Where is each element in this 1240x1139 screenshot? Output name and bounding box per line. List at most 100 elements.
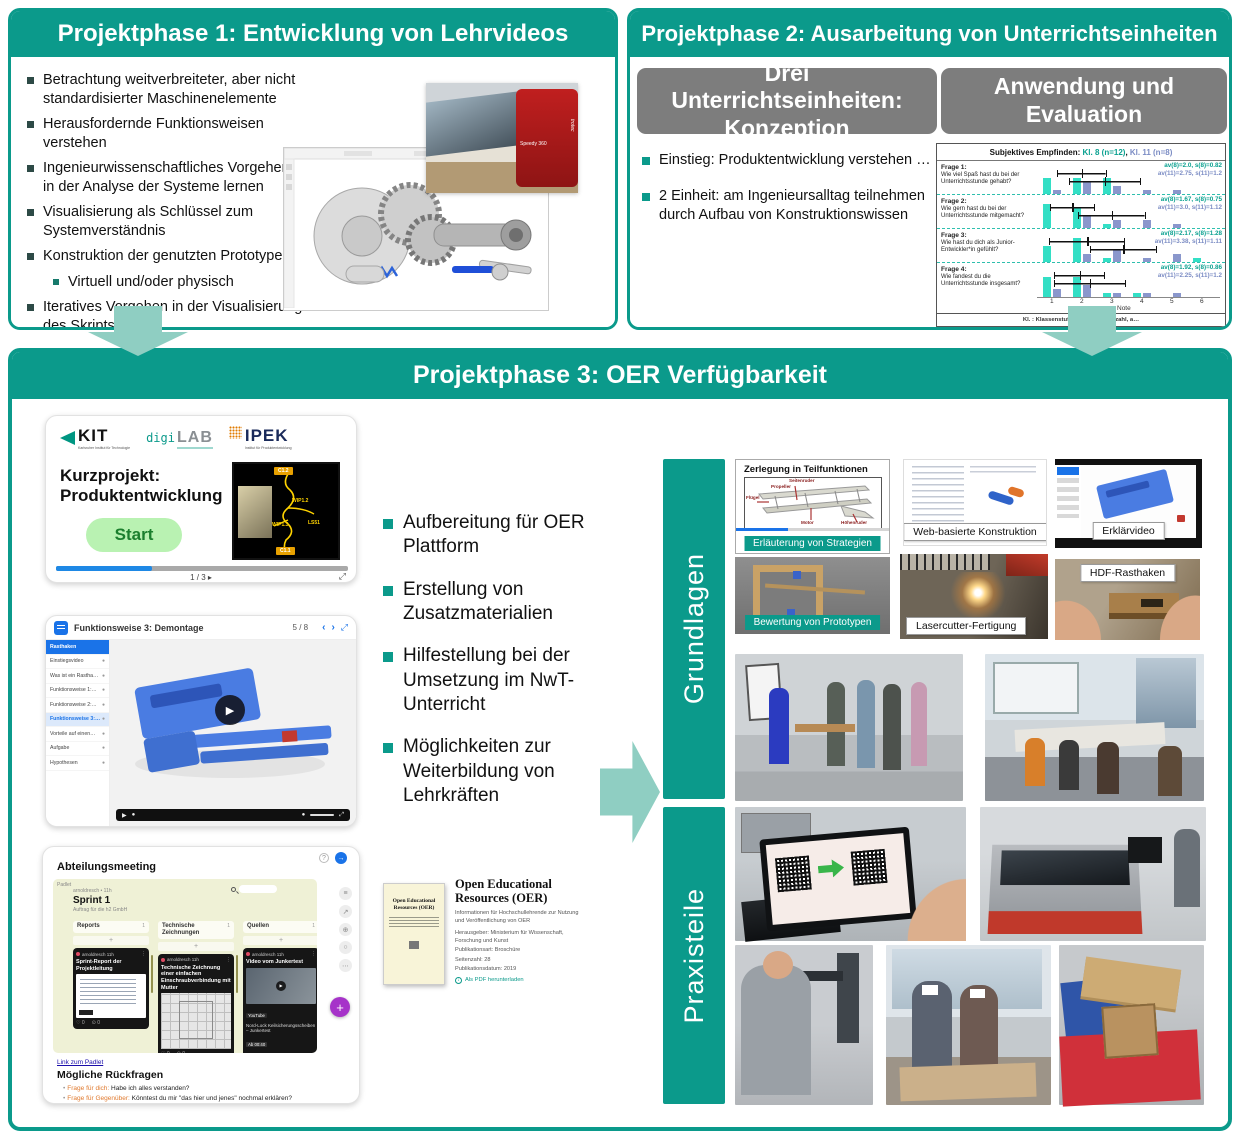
holding-hand <box>900 871 966 941</box>
padlet-icon-rail: ≡ ↗ ⊕ ○ ⋯ <box>339 887 352 972</box>
play-button[interactable]: ▶ <box>215 695 245 725</box>
player-sidebar-item-label: Aufgabe <box>50 745 70 752</box>
bullet-text: Einstieg: Produktentwicklung verstehen … <box>659 152 931 168</box>
video-controls-bar[interactable]: ▶ ● ● ⤢ <box>116 809 350 821</box>
more-icon[interactable]: ⋮ <box>226 956 231 963</box>
caption-erklaervideo: Erklärvideo <box>1092 522 1165 540</box>
chevron-right-icon[interactable]: › <box>331 622 335 633</box>
bullet-square-icon <box>53 278 59 285</box>
laser-red-body: Speedy 360 trotec <box>516 89 578 187</box>
start-button[interactable]: Start <box>86 518 182 552</box>
oer-download-link[interactable]: ↓Als PDF herunterladen <box>455 976 583 984</box>
like-count[interactable]: ♡ 0 <box>76 1020 85 1027</box>
padlet-add-card-button[interactable]: + <box>243 936 317 945</box>
padlet-add-card-button[interactable]: + <box>73 936 149 945</box>
oer-pages: Seitenzahl: 28 <box>455 956 491 963</box>
chevron-left-icon[interactable]: ‹ <box>322 622 326 633</box>
player-sidebar-item[interactable]: Einstiegsvideo● <box>46 655 109 669</box>
video-sidebar-items <box>1057 478 1079 518</box>
rail-icon[interactable]: ↗ <box>339 905 352 918</box>
volume-slider[interactable] <box>310 814 335 816</box>
phase2-bullet-list: Einstieg: Produktentwicklung verstehen …… <box>642 151 934 242</box>
volume-icon[interactable]: ● <box>301 812 306 818</box>
player-sidebar-item[interactable]: Vorteile auf einen…● <box>46 727 109 742</box>
student-head <box>763 951 793 979</box>
padlet-post-card[interactable]: arnoldresch 11h⋮Sprint-Report der Projek… <box>73 948 149 1030</box>
more-icon[interactable]: ⋮ <box>141 951 146 957</box>
section-praxisteile: Praxisteile <box>663 807 725 1104</box>
error-bar <box>1078 211 1146 220</box>
bullet-square-icon <box>383 652 393 663</box>
player-sidebar-item[interactable]: Was ist ein Rastha…● <box>46 669 109 684</box>
video-scrub-dot[interactable]: ● <box>131 812 136 818</box>
padlet-card-title: Abteilungsmeeting <box>57 861 157 873</box>
tablet-screen <box>765 833 911 925</box>
error-bar <box>1053 279 1126 288</box>
padlet-post-card[interactable]: arnoldresch 11h⋮Video vom Junkertest▶You… <box>243 948 317 1053</box>
slide-progress-bar[interactable] <box>56 566 348 571</box>
player-sidebar-item[interactable]: Aufgabe● <box>46 742 109 756</box>
attendee-2 <box>857 680 875 768</box>
padlet-link[interactable]: Link zum Padlet <box>57 1059 104 1066</box>
post-video-preview[interactable]: ▶ <box>246 967 316 1004</box>
player-sidebar-item[interactable]: Funktionsweise 3:…● <box>46 712 109 727</box>
rail-icon[interactable]: ≡ <box>339 887 352 900</box>
player-sidebar-item[interactable]: Rasthaken <box>46 640 109 655</box>
chart-row: Frage 4:Wie fandest du die Unterrichtsst… <box>937 263 1225 297</box>
forward-icon[interactable]: → <box>335 852 347 864</box>
column-scrollbar[interactable] <box>235 955 238 993</box>
rail-icon[interactable]: ○ <box>339 941 352 954</box>
bullet-text: Iteratives Vorgehen in der Visualisierun… <box>43 299 303 330</box>
bullet-item: Virtuell und/oder physisch <box>53 273 303 292</box>
digilab-logo-digi: digi <box>146 431 175 445</box>
player-sidebar-item[interactable]: Funktionsweise 2:…● <box>46 698 109 713</box>
sidebar-item-dot-icon: ● <box>101 658 105 665</box>
help-icon[interactable]: ? <box>319 853 329 863</box>
like-count[interactable]: ♡ 0 <box>161 1051 170 1053</box>
play-icon[interactable]: ▶ <box>276 980 286 991</box>
more-icon[interactable]: ⋮ <box>311 951 316 957</box>
oer-title: Open Educational Resources (OER) <box>455 877 552 905</box>
expand-icon[interactable]: ⤢ <box>338 571 346 581</box>
video-hook-part <box>1095 468 1175 520</box>
bullet-text: Ingenieurwissenschaftliches Vorgehen in … <box>43 160 290 195</box>
padlet-add-card-button[interactable]: + <box>158 941 234 951</box>
video-fullscreen-icon[interactable]: ⤢ <box>339 811 344 818</box>
bullet-item: Betrachtung weitverbreiteter, aber nicht… <box>27 71 303 108</box>
error-bar <box>1068 177 1141 186</box>
padlet-column-name: Reports <box>77 923 100 929</box>
player-sidebar-item[interactable]: Funktionsweise 1:…● <box>46 684 109 698</box>
padlet-search[interactable] <box>231 885 277 893</box>
search-input[interactable] <box>239 885 277 893</box>
clamp-blue-1 <box>793 571 801 579</box>
comment-count[interactable]: ⊙ 0 <box>91 1020 101 1027</box>
padlet-post-card[interactable]: arnoldresch 11h⋮Technische Zeichnung ein… <box>158 953 234 1053</box>
praxisteile-label: Praxisteile <box>678 887 709 1024</box>
comment-count[interactable]: ⊙ 0 <box>177 1051 185 1053</box>
video-timestamp: Ab 00:40 <box>246 1042 268 1048</box>
bullet-square-icon <box>383 743 393 754</box>
add-post-button[interactable]: + <box>330 997 350 1017</box>
padlet-board: Padlet arnoldresch • 11h Sprint 1 Auftra… <box>53 879 317 1053</box>
bar-kl8 <box>1073 277 1081 297</box>
stats-kl11: av(11)=2.25, s(11)=1.2 <box>1157 272 1222 280</box>
fullscreen-icon[interactable]: ⤢ <box>340 622 348 632</box>
bullet-item: Herausfordernde Funktionsweisen verstehe… <box>27 115 303 152</box>
rail-icon[interactable]: ⋯ <box>339 959 352 972</box>
phase2-title: Projektphase 2: Ausarbeitung von Unterri… <box>630 11 1229 57</box>
video-play-icon[interactable]: ▶ <box>122 812 127 819</box>
operator-person <box>1174 829 1200 907</box>
column-scrollbar[interactable] <box>150 955 153 993</box>
player-sidebar-item[interactable]: Hypothesen● <box>46 756 109 771</box>
rail-icon[interactable]: ⊕ <box>339 923 352 936</box>
assembled-part <box>1101 1003 1159 1059</box>
padlet-post-author: arnoldresch 11h <box>167 957 199 963</box>
bullet-text: Betrachtung weitverbreiteter, aber nicht… <box>43 72 296 107</box>
